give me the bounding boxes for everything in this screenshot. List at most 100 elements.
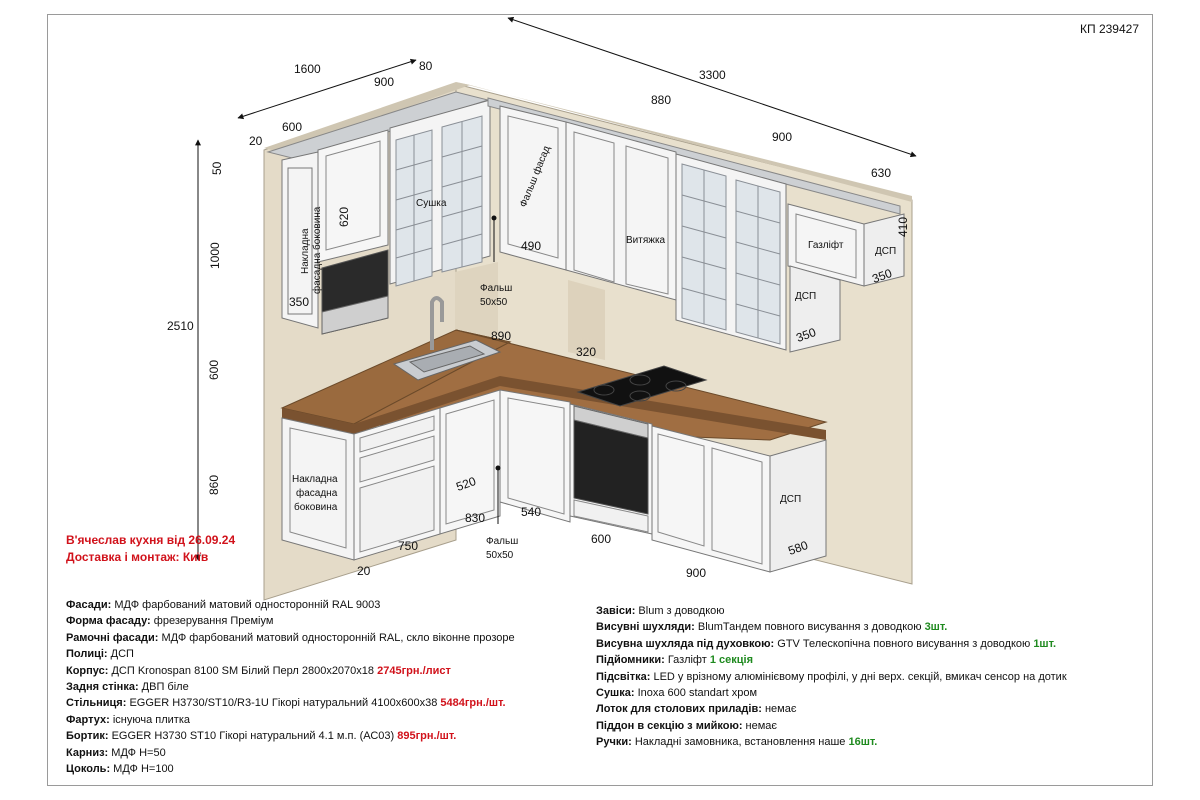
drawer-2 [359, 435, 435, 483]
cooktop-burners [593, 374, 687, 402]
spec-key: Цоколь: [66, 763, 111, 776]
dim-600-h: 600 [207, 360, 221, 380]
spec-text: Накладні замовника, встановлення наше [631, 736, 849, 749]
dim-900-bot: 900 [686, 566, 706, 580]
spec-key: Піддон в секцію з мийкою: [596, 719, 743, 732]
dim-600-top: 600 [282, 120, 302, 134]
spec-row: Карниз: МДФ H=50 [66, 745, 515, 761]
dim-80: 80 [419, 59, 433, 73]
label-dsp-1: ДСП [875, 246, 896, 257]
spec-key: Карниз: [66, 746, 109, 759]
spec-text: EGGER H3730 ST10 Гікорі натуральний 4.1 … [108, 730, 398, 743]
spec-key: Сушка: [596, 687, 635, 700]
spec-row: Форма фасаду: фрезерування Преміум [66, 613, 515, 629]
spec-row: Задня стінка: ДВП біле [66, 679, 515, 695]
label-filler-top-2: 50х50 [480, 297, 508, 308]
label-overlay-side-bot-1: Накладна [292, 474, 338, 485]
base-cabinets [281, 389, 827, 573]
document-code: КП 239427 [1080, 22, 1139, 36]
base-door-1 [657, 433, 705, 547]
spec-text: ДСП Kronospan 8100 SM Білий Перл 2800х20… [108, 664, 378, 677]
upper-cab-620 [317, 129, 389, 263]
dim-320: 320 [576, 345, 596, 359]
dim-490: 490 [521, 239, 541, 253]
spec-price: 2745грн./лист [377, 664, 451, 677]
overlay-side-upper-panel [287, 167, 313, 315]
spec-price: 895грн./шт. [397, 730, 457, 743]
dim-750: 750 [398, 539, 418, 553]
label-hood: Витяжка [626, 235, 666, 246]
sink-cabinet-panel [445, 399, 495, 525]
countertop-front-2 [354, 376, 500, 434]
dim-1000: 1000 [208, 242, 222, 269]
label-overlay-side-top-2: фасадна боковина [311, 206, 323, 294]
customer-note-line2: Доставка і монтаж: Київ [66, 550, 209, 564]
upper-cab-620-panel [325, 140, 381, 251]
spec-price: 1шт. [1033, 637, 1057, 650]
spec-row: Цоколь: МДФ H=100 [66, 761, 515, 777]
dim-860: 860 [207, 475, 221, 495]
spec-text: МДФ H=100 [110, 763, 174, 776]
label-dryer: Сушка [416, 198, 447, 209]
spec-text: Blum з доводкою [635, 605, 725, 617]
specs-left: Фасади: МДФ фарбований матовий односторо… [66, 597, 515, 777]
spec-price: 16шт. [848, 736, 878, 749]
spec-row: Ручки: Накладні замовника, встановлення … [596, 734, 1067, 750]
niche [455, 262, 498, 345]
microwave-frame [321, 295, 389, 335]
dsp-side-upper [863, 213, 905, 287]
corner-base-panel [507, 397, 565, 515]
sink-cabinet [439, 389, 501, 535]
spec-text: LED у врізному алюмінієвому профілі, у д… [650, 670, 1067, 683]
dim-20-bot: 20 [357, 564, 371, 578]
spec-row: Підйомники: Газліфт 1 секція [596, 652, 1067, 668]
spec-row: Завіси: Blum з доводкою [596, 603, 1067, 619]
spec-row: Фартух: існуюча плитка [66, 712, 515, 728]
label-dsp-3: ДСП [780, 494, 801, 505]
spec-row: Лоток для столових приладів: немає [596, 701, 1067, 717]
spec-text: GTV Телескопічна повного висування з дов… [774, 637, 1034, 650]
spec-text: МДФ фарбований матовий односторонній RAL… [111, 599, 381, 611]
dim-900-left: 900 [374, 75, 394, 89]
dimension-lines [195, 16, 917, 561]
dim-20-top: 20 [249, 134, 263, 148]
spec-key: Висувні шухляди: [596, 621, 695, 634]
base-door-2 [711, 447, 763, 565]
spec-text: EGGER H3730/ST10/R3-1U Гікорі натуральни… [126, 697, 441, 710]
sink-bowl [408, 345, 486, 373]
dim-350-c: 350 [794, 325, 818, 345]
dim-410: 410 [896, 217, 910, 237]
spec-key: Фасади: [66, 599, 112, 611]
dimension-texts: 1600 900 80 600 20 3300 880 900 630 2510… [167, 59, 910, 580]
spec-price: 5484грн./шт. [440, 697, 506, 710]
spec-key: Лоток для столових приладів: [596, 703, 762, 716]
dim-350-b: 350 [870, 266, 894, 286]
dimension-dots [491, 215, 501, 524]
oven-panel [573, 405, 649, 439]
dim-880: 880 [651, 93, 671, 107]
dim-620: 620 [337, 207, 351, 227]
countertop-front [282, 408, 354, 434]
spec-text: ДВП біле [138, 681, 189, 694]
spec-row: Сушка: Inoxa 600 standart хром [596, 685, 1067, 701]
dim-1600: 1600 [294, 62, 321, 76]
dim-900-right: 900 [772, 130, 792, 144]
spec-text: немає [761, 703, 797, 716]
drawing-sheet-border [47, 14, 1153, 786]
spec-row: Корпус: ДСП Kronospan 8100 SM Білий Перл… [66, 663, 515, 679]
overlay-side-lower-panel [289, 427, 347, 549]
spec-row: Підсвітка: LED у врізному алюмінієвому п… [596, 669, 1067, 685]
label-filler-bot-1: Фальш [486, 536, 518, 547]
dim-350-a: 350 [289, 295, 309, 309]
cooktop [576, 365, 708, 407]
customer-note-line1: В'ячеслав кухня від 26.09.24 [66, 533, 236, 547]
dim-2510: 2510 [167, 319, 194, 333]
overlay-side-upper [281, 151, 319, 329]
dsp-side-lower [769, 439, 827, 573]
dim-line-3300 [507, 16, 917, 158]
dim-50: 50 [210, 161, 224, 175]
spec-text: Газліфт [664, 654, 710, 667]
dim-890: 890 [491, 329, 511, 343]
